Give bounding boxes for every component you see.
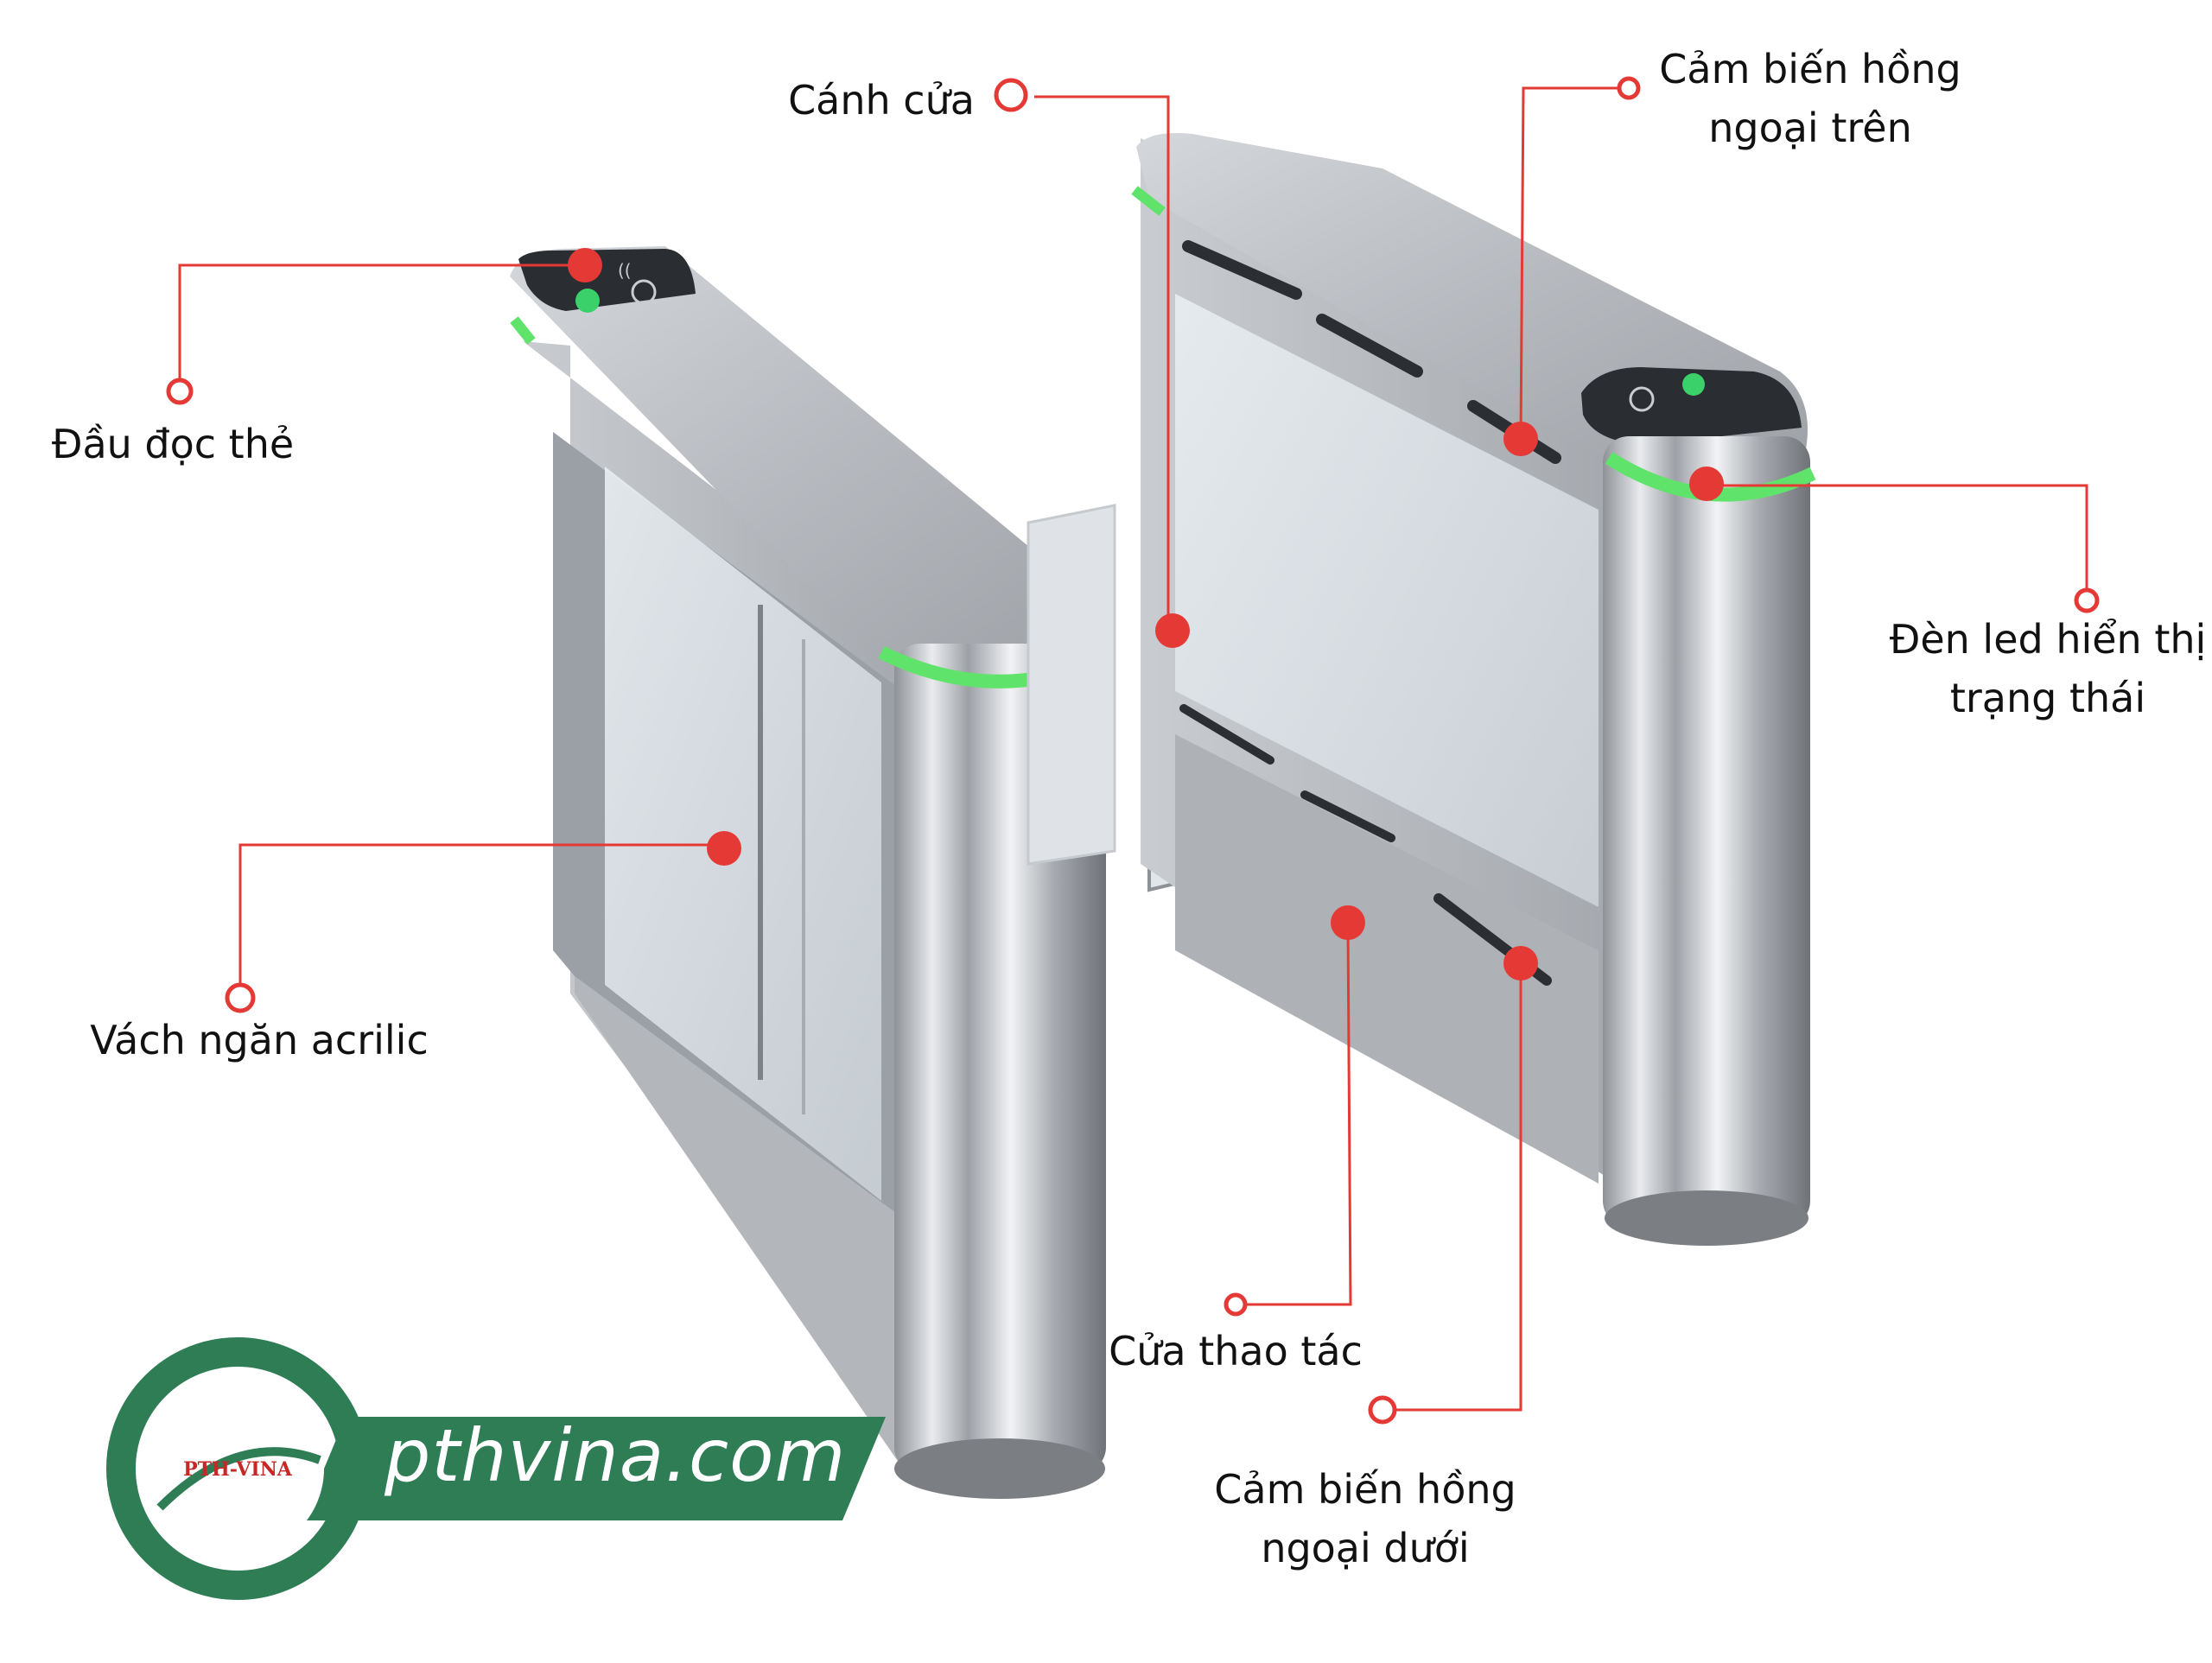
label-door-wing: Cánh cửa [788, 77, 975, 124]
label-card-reader: Đầu đọc thẻ [51, 421, 295, 467]
label-acrylic-partition: Vách ngăn acrilic [90, 1017, 429, 1063]
ring-led [2074, 587, 2100, 613]
callout-lines [178, 86, 2088, 1412]
callout-dot-partition [707, 831, 741, 866]
ring-door-wing [994, 78, 1028, 112]
ring-partition [225, 982, 256, 1013]
label-upper-ir-sensor-line1: Cảm biến hồng [1659, 46, 1961, 92]
pthvina-logo: PTH-VINA [106, 1337, 886, 1600]
label-upper-ir-sensor-line2: ngoại trên [1708, 105, 1912, 151]
logo-badge-text: PTH-VINA [183, 1458, 293, 1481]
logo-ring [106, 1337, 369, 1600]
right-card-reader-panel [1581, 367, 1802, 445]
label-led-status-line2: trạng thái [1949, 675, 2146, 721]
callout-line-upper-sensor [1519, 86, 1630, 440]
ring-card-reader [166, 378, 194, 405]
logo-banner [302, 1417, 886, 1520]
callout-line-door-wing [1034, 95, 1170, 631]
callout-rings [166, 76, 2100, 1425]
right-cabinet [1131, 133, 1816, 1246]
label-service-door: Cửa thao tác [1109, 1328, 1363, 1374]
callout-line-card-reader [178, 263, 585, 389]
logo-site-text[interactable]: pthvina.com [385, 1413, 847, 1498]
ring-lower-sensor [1368, 1395, 1397, 1425]
label-lower-ir-sensor-line2: ngoại dưới [1261, 1525, 1470, 1571]
left-cabinet: (( [510, 246, 1114, 1499]
callout-dot-card-reader [568, 248, 602, 282]
callout-line-lower-sensor [1384, 963, 1522, 1412]
svg-text:((: (( [618, 260, 632, 281]
callout-dots [568, 248, 1724, 981]
callout-line-led [1707, 484, 2088, 600]
right-window-glass [1175, 294, 1599, 907]
callout-line-service-door [1236, 924, 1352, 1306]
left-top-lid [510, 246, 1104, 665]
callout-dot-upper-sensor [1503, 422, 1538, 456]
acrylic-partition [605, 467, 881, 1201]
logo-badge [151, 1382, 324, 1555]
callout-line-partition [238, 843, 724, 996]
ring-upper-sensor [1617, 76, 1641, 100]
fan-icon [631, 279, 657, 305]
callout-dot-lower-sensor [1503, 946, 1538, 981]
right-front-pillar [1603, 436, 1810, 1227]
callout-dot-service-door [1331, 905, 1365, 940]
ring-service-door [1224, 1292, 1248, 1317]
label-lower-ir-sensor-line1: Cảm biến hồng [1214, 1466, 1516, 1513]
label-led-status-line1: Đèn led hiển thị [1889, 616, 2207, 663]
status-green-icon [575, 289, 600, 313]
callout-dot-door-wing [1155, 613, 1190, 648]
callout-dot-led [1689, 467, 1724, 501]
